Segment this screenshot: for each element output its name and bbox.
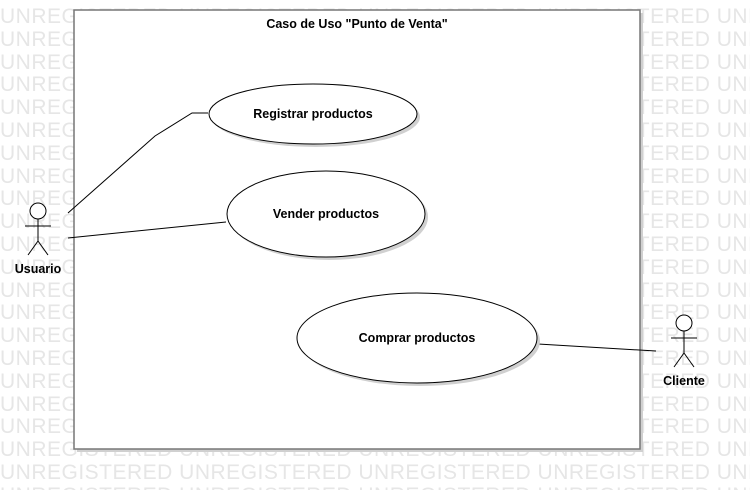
use-case-registrar-productos[interactable]: Registrar productos: [208, 83, 420, 147]
association-usuario-vender[interactable]: [67, 221, 227, 239]
use-case-ellipse: [208, 83, 418, 145]
actor-name: Usuario: [15, 262, 62, 276]
use-case-vender-productos[interactable]: Vender productos: [226, 170, 428, 260]
stick-figure-icon: [671, 314, 697, 368]
watermark-row: UNREGISTERED UNREGISTERED UNREGISTERED U…: [0, 461, 750, 484]
associations: [67, 112, 657, 352]
actor-cliente[interactable]: Cliente: [663, 314, 705, 388]
association-usuario-registrar[interactable]: [67, 112, 208, 214]
use-case-comprar-productos[interactable]: Comprar productos: [296, 292, 540, 386]
system-title: Caso de Uso "Punto de Venta": [266, 17, 447, 31]
use-case-ellipse: [296, 292, 538, 384]
watermark-row: UNREGISTERED UNREGISTERED UNREGISTERED U…: [0, 485, 750, 490]
use-case-label: Vender productos: [273, 207, 379, 221]
association-cliente-comprar[interactable]: [537, 343, 657, 352]
actor-name: Cliente: [663, 374, 705, 388]
use-case-ellipse: [226, 170, 426, 258]
use-case-label: Registrar productos: [253, 107, 373, 121]
use-case-label: Comprar productos: [359, 331, 476, 345]
actor-usuario[interactable]: Usuario: [15, 202, 62, 276]
stick-figure-icon: [25, 202, 51, 256]
